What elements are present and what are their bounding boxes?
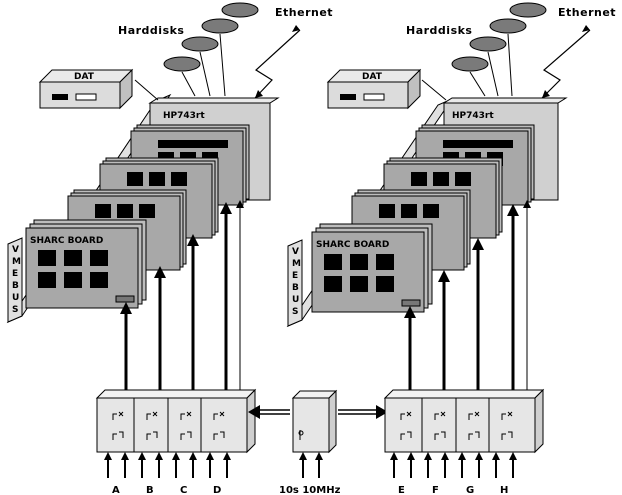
data-links (408, 214, 515, 398)
disk (469, 36, 507, 52)
harddisks: Harddisks (406, 2, 547, 97)
bus-letter: S (292, 307, 298, 317)
system-right: V M E B U S HP743rt (286, 2, 616, 495)
disk (489, 18, 527, 34)
disk (163, 56, 201, 72)
bus-letter: B (12, 281, 19, 291)
host-label: HP743rt (452, 111, 494, 121)
ethernet-label: Ethernet (558, 6, 616, 19)
board-label: SHARC BOARD (316, 240, 389, 250)
disk (451, 56, 489, 72)
input-modules-left (95, 388, 257, 454)
bus-letter: M (292, 259, 301, 269)
input-label: B (146, 485, 154, 495)
bus-letter: E (12, 269, 18, 279)
input-label: A (112, 485, 120, 495)
dat-drive: DAT (326, 68, 422, 110)
sharc-board-front: SHARC BOARD (311, 223, 433, 313)
disk (509, 2, 547, 18)
ethernet-label: Ethernet (275, 6, 333, 19)
host-label: HP743rt (163, 111, 205, 121)
ethernet-link (541, 29, 591, 99)
bus-letter: B (292, 283, 299, 293)
harddisks-label: Harddisks (118, 24, 184, 37)
clock-module (291, 389, 338, 454)
bus-letter: U (12, 293, 19, 303)
input-label: F (432, 485, 439, 495)
disk (201, 18, 239, 34)
module-switch-glyphs (112, 411, 513, 440)
dat-label: DAT (362, 72, 383, 82)
board-label: SHARC BOARD (30, 236, 103, 246)
input-label: G (466, 485, 474, 495)
sharc-board-front: SHARC BOARD (25, 219, 147, 309)
bus-letter: S (12, 305, 18, 315)
ethernet-link (254, 29, 301, 99)
dat-label: DAT (74, 72, 95, 82)
input-modules-right (383, 388, 545, 454)
dat-drive: DAT (38, 68, 134, 110)
harddisks: Harddisks (118, 2, 259, 97)
input-label: D (213, 485, 221, 495)
bus-letter: V (12, 245, 19, 255)
clock-link-right (338, 405, 388, 419)
disk (221, 2, 259, 18)
clock-link-left (248, 405, 290, 419)
harddisks-label: Harddisks (406, 24, 472, 37)
bus-letter: U (292, 295, 299, 305)
input-arrows-left (107, 458, 228, 478)
input-label: E (398, 485, 405, 495)
bus-letter: E (292, 271, 298, 281)
clock-label: 10s 10MHz (279, 485, 341, 495)
input-label: C (180, 485, 187, 495)
input-label: H (500, 485, 508, 495)
data-links (124, 212, 228, 398)
bus-letter: M (12, 257, 21, 267)
disk (181, 36, 219, 52)
system-left: V M E B U S HP743rt (6, 2, 333, 495)
bus-letter: V (292, 247, 299, 257)
